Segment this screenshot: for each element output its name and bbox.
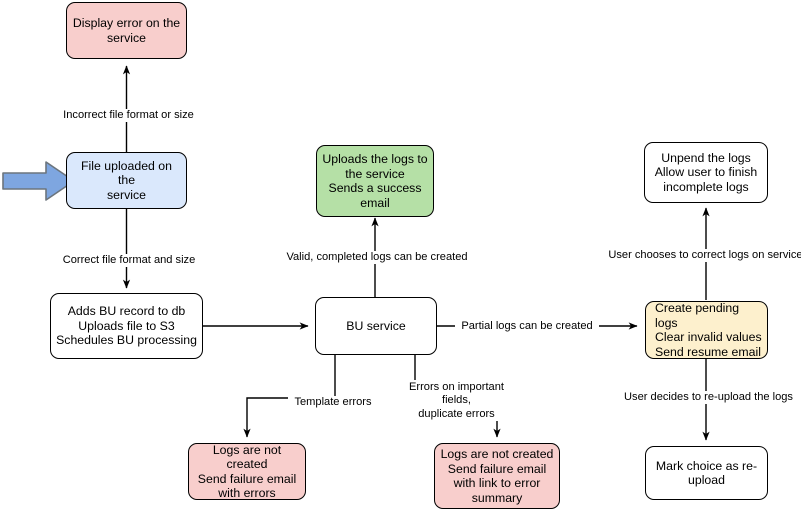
edge-label-correct-format: Correct file format and size: [57, 254, 201, 268]
node-label: Create pending logs Clear invalid values…: [655, 301, 762, 359]
node-label: Uploads the logs to the service Sends a …: [322, 152, 428, 210]
edge-label-incorrect-format: Incorrect file format or size: [58, 109, 199, 123]
node-display-error[interactable]: Display error on the service: [66, 2, 187, 59]
node-unpend-logs[interactable]: Unpend the logs Allow user to finish inc…: [644, 142, 768, 203]
entry-arrow-icon: [2, 161, 75, 201]
edge-label-partial-logs: Partial logs can be created: [455, 320, 599, 334]
node-logs-not-created-template[interactable]: Logs are not created Send failure email …: [188, 443, 306, 500]
edge-label-correct-on-service: User chooses to correct logs on service: [606, 249, 801, 263]
node-label: BU service: [346, 318, 406, 333]
node-adds-bu-record[interactable]: Adds BU record to db Uploads file to S3 …: [50, 293, 203, 359]
node-label: Display error on the service: [72, 16, 181, 45]
node-uploads-logs[interactable]: Uploads the logs to the service Sends a …: [316, 145, 434, 217]
node-bu-service[interactable]: BU service: [315, 297, 437, 355]
node-label: Mark choice as re- upload: [655, 458, 758, 488]
node-create-pending-logs[interactable]: Create pending logs Clear invalid values…: [645, 301, 768, 359]
node-mark-reupload[interactable]: Mark choice as re- upload: [645, 446, 768, 500]
edge-label-template-errors: Template errors: [288, 396, 378, 410]
node-file-uploaded[interactable]: File uploaded on the service: [66, 152, 187, 209]
edge-label-errors-important: Errors on important fields, duplicate er…: [392, 381, 521, 421]
node-logs-not-created-errors[interactable]: Logs are not created Send failure email …: [434, 443, 560, 509]
edge-label-valid-completed: Valid, completed logs can be created: [281, 251, 473, 265]
node-label: Unpend the logs Allow user to finish inc…: [654, 150, 758, 194]
node-label: Logs are not created Send failure email …: [440, 447, 554, 505]
node-label: File uploaded on the service: [81, 158, 172, 202]
edge-label-user-reupload: User decides to re-upload the logs: [618, 391, 799, 405]
node-label: Adds BU record to db Uploads file to S3 …: [56, 304, 197, 348]
node-label: Logs are not created Send failure email …: [197, 442, 297, 501]
